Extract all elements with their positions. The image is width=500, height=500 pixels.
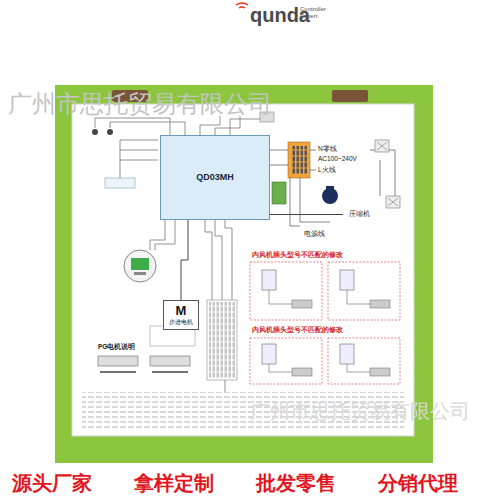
temp-sensor <box>107 129 113 135</box>
wire-connector <box>270 214 343 215</box>
wire-bundle <box>207 300 237 380</box>
card-tab <box>332 90 368 102</box>
terminal-pins <box>291 146 307 174</box>
sensor-wires <box>95 116 262 135</box>
compressor-symbol <box>322 188 338 204</box>
node-title: QD03MH <box>196 172 234 182</box>
pg-connector <box>98 356 138 366</box>
fan-symbol <box>386 196 400 208</box>
wire-label: L火线 <box>318 166 336 173</box>
white-panel <box>72 104 414 436</box>
section-heading: 内风机插头型号不匹配的修改 <box>252 251 343 258</box>
node-title: M <box>176 304 187 319</box>
node-subtitle: 步进电机 <box>169 319 193 326</box>
compressor-label: 压缩机 <box>343 206 376 223</box>
fan-symbol <box>375 140 389 152</box>
pg-connector <box>150 356 190 366</box>
section-heading: 内风机插头型号不匹配的修改 <box>252 326 343 333</box>
compressor-symbol <box>326 186 334 190</box>
wire-bundle <box>209 302 235 378</box>
terminal-block <box>288 142 310 178</box>
terminal-block <box>272 182 286 204</box>
controller-board: QD03MH <box>160 135 270 220</box>
fan-symbol <box>388 198 398 206</box>
node-title: 压缩机 <box>349 210 370 218</box>
display-buttons <box>134 272 146 275</box>
stepper-motor: M步进电机 <box>163 300 199 330</box>
watermark: 广州市思托贸易有限公司 <box>8 90 272 118</box>
power-wires <box>270 150 395 226</box>
voltage-label: AC100~240V <box>318 155 357 162</box>
temp-sensor <box>92 129 98 135</box>
banner-text: 批发零售 <box>256 472 336 495</box>
fan-symbol <box>377 142 387 150</box>
logo-icon <box>236 3 248 8</box>
wire-label: 电源线 <box>304 230 325 237</box>
display-panel <box>124 250 156 282</box>
pg-wire <box>100 371 188 373</box>
brand-tagline: Controller Expert <box>300 6 336 20</box>
banner-text: 源头厂家 <box>12 472 92 495</box>
watermark: 广州市思托贸易有限公司 <box>250 400 470 423</box>
banner-text: 分销代理 <box>378 472 458 495</box>
connector-strip <box>105 178 135 188</box>
banner-text: 拿样定制 <box>134 472 214 495</box>
section-heading: PG电机说明 <box>98 343 135 350</box>
fan-plug-diagrams <box>250 262 400 384</box>
display-screen <box>131 258 149 270</box>
wire-connector <box>181 220 188 300</box>
signal-wire <box>225 380 226 392</box>
wire-label: N零线 <box>318 145 337 152</box>
